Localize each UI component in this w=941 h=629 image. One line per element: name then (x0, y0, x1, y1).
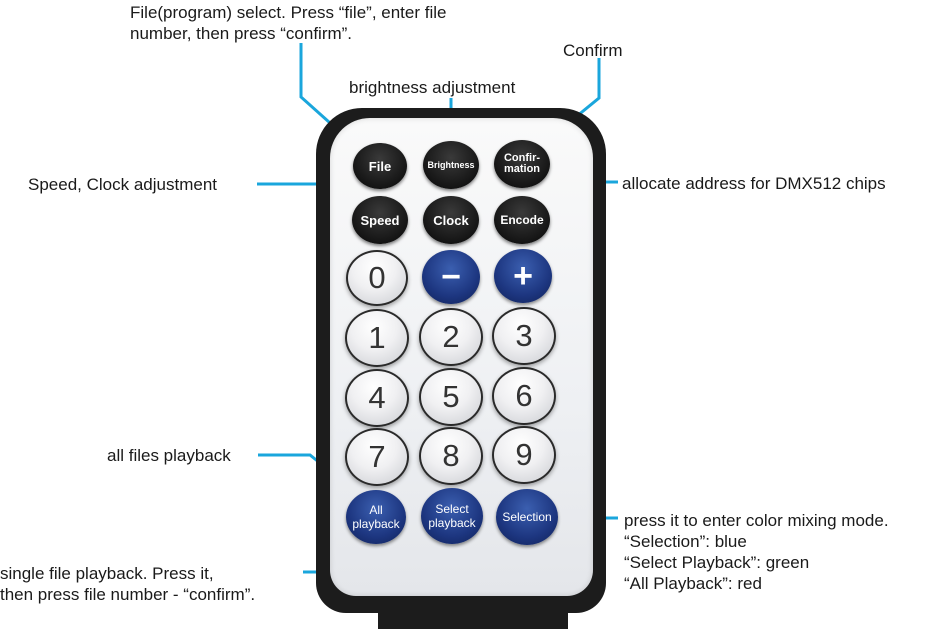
number-2-button[interactable]: 2 (419, 308, 483, 366)
speed-button[interactable]: Speed (352, 196, 408, 244)
number-6-button[interactable]: 6 (492, 367, 556, 425)
number-0-button[interactable]: 0 (346, 250, 408, 306)
all-files-note: all files playback (107, 446, 231, 465)
encode-button[interactable]: Encode (494, 196, 550, 244)
number-9-button[interactable]: 9 (492, 426, 556, 484)
file-button[interactable]: File (353, 143, 407, 189)
brightness-button[interactable]: Brightness (423, 141, 479, 189)
clock-button[interactable]: Clock (423, 196, 479, 244)
number-4-button[interactable]: 4 (345, 369, 409, 427)
confirmation-button[interactable]: Confir- mation (494, 140, 550, 188)
number-1-button[interactable]: 1 (345, 309, 409, 367)
single-file-note: single file playback. Press it, then pre… (0, 564, 256, 604)
number-7-button[interactable]: 7 (345, 428, 409, 486)
speed-clock-note: Speed, Clock adjustment (28, 175, 217, 194)
selection-button[interactable]: Selection (496, 489, 558, 545)
remote-bottom-tab (378, 613, 568, 629)
brightness-note: brightness adjustment (349, 78, 516, 97)
number-5-button[interactable]: 5 (419, 368, 483, 426)
number-8-button[interactable]: 8 (419, 427, 483, 485)
encode-note: allocate address for DMX512 chips (622, 174, 886, 193)
file-select-note: File(program) select. Press “file”, ente… (130, 3, 447, 43)
minus-button[interactable]: − (422, 250, 480, 304)
select-playback-button[interactable]: Select playback (421, 488, 483, 544)
plus-button[interactable]: + (494, 249, 552, 303)
all-playback-button[interactable]: All playback (346, 490, 406, 544)
number-3-button[interactable]: 3 (492, 307, 556, 365)
color-mixing-note: press it to enter color mixing mode. “Se… (624, 511, 889, 593)
confirm-note: Confirm (563, 41, 623, 60)
